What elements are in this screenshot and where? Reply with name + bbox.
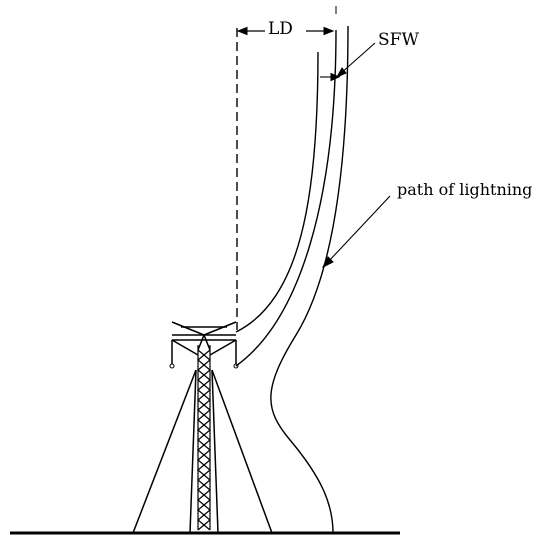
tower-crossarms xyxy=(169,321,239,369)
ld-dimension-arrow xyxy=(236,6,337,36)
ld-label: LD xyxy=(268,19,293,39)
lightning-path-curve xyxy=(270,25,349,534)
lightning-path-label: path of lightning xyxy=(397,180,533,199)
sfw-boundary-inner xyxy=(235,29,337,367)
sfw-boundary-outer xyxy=(235,51,319,333)
tower-body xyxy=(197,345,211,531)
sfw-label: SFW xyxy=(378,30,419,50)
tower-legs xyxy=(132,369,273,534)
path-pointer-arrow xyxy=(321,195,391,269)
